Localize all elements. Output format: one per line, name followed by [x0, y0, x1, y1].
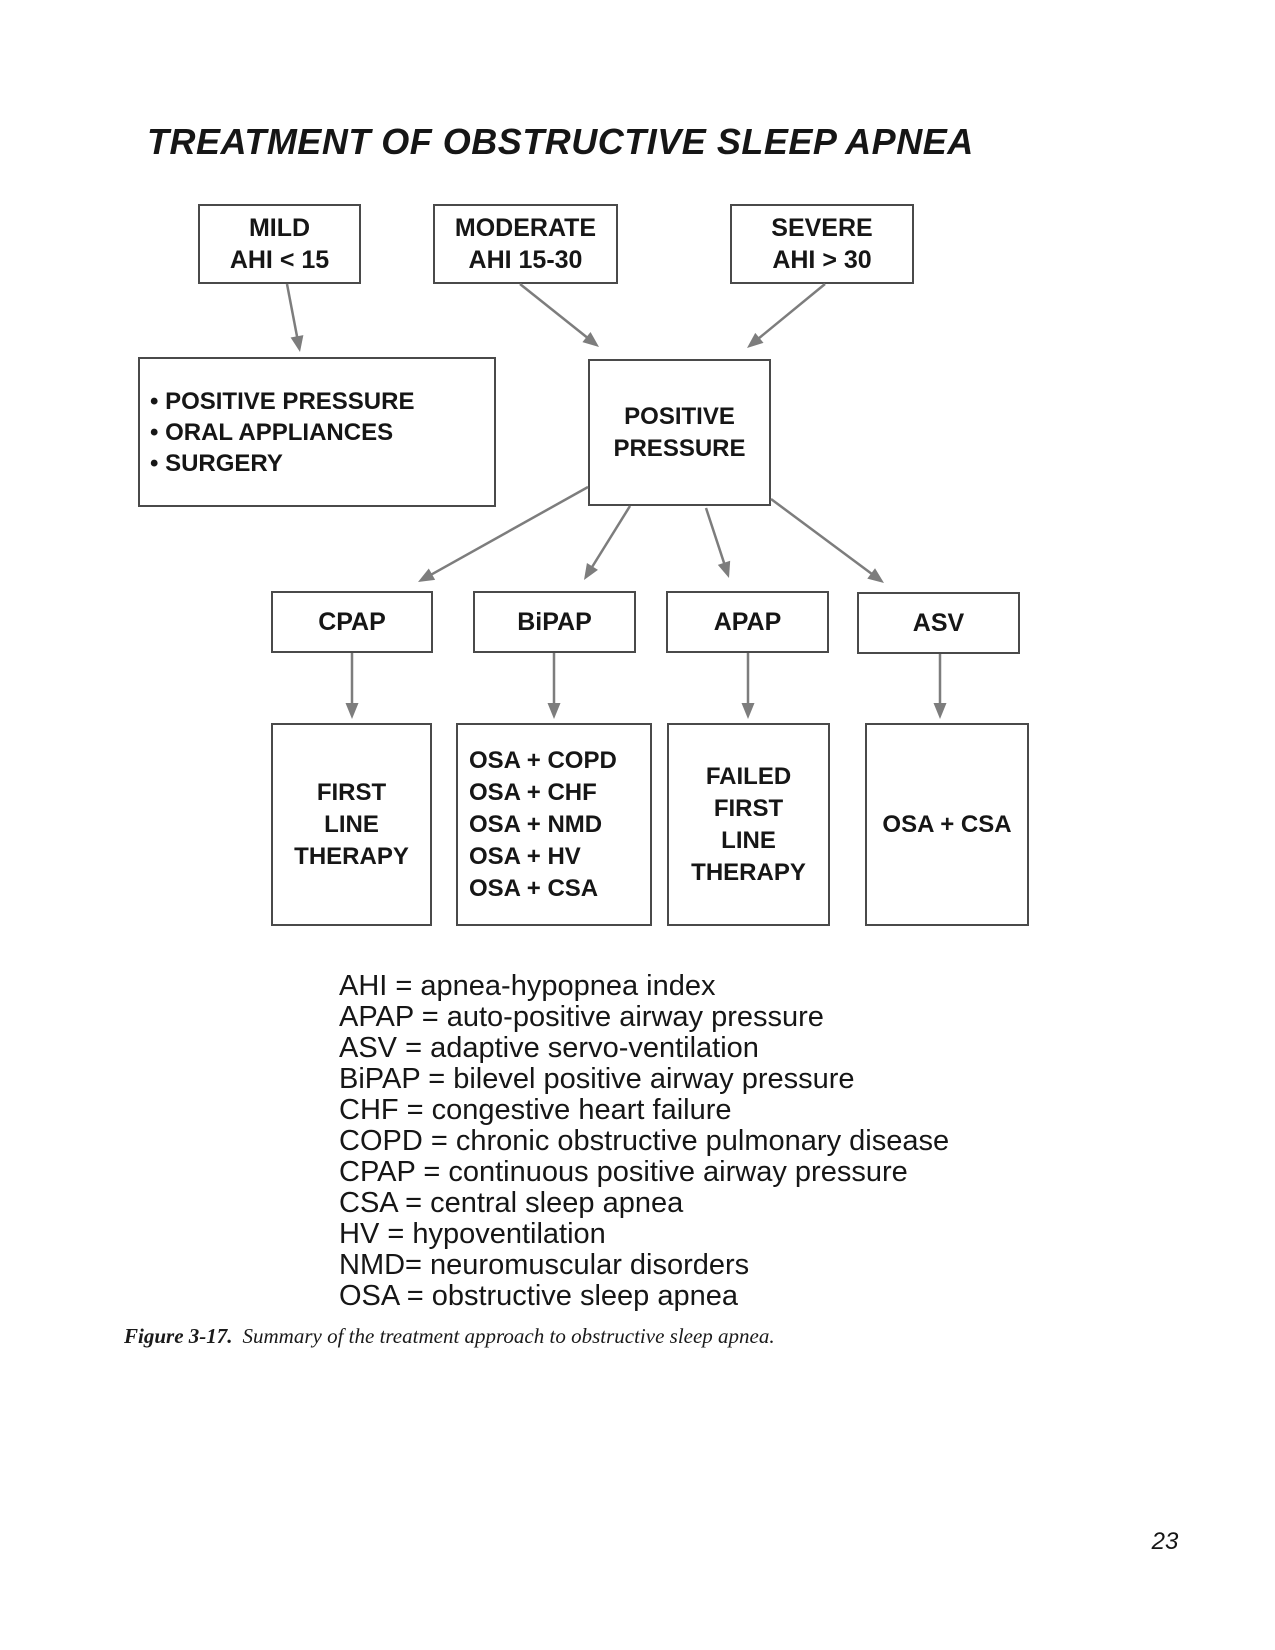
arrow-severe-to-positive-pressure [757, 283, 826, 341]
bipap-label: BiPAP [517, 607, 592, 636]
asv-label: ASV [912, 608, 965, 637]
arrow-moderate-to-positive-pressure-head [582, 331, 599, 347]
failed-first-line-text: THERAPY [691, 858, 806, 886]
cpap-label: CPAP [318, 607, 386, 636]
arrow-asv-to-osa-csa-head [933, 703, 947, 719]
legend-line: CSA = central sleep apnea [339, 1187, 684, 1219]
severe-ahi-range: AHI > 30 [772, 246, 872, 274]
positive-pressure-line: PRESSURE [613, 434, 746, 462]
legend-line: CHF = congestive heart failure [339, 1094, 732, 1126]
flowchart-box-bipap-indications: OSA + COPD OSA + CHF OSA + NMD OSA + HV … [456, 723, 652, 926]
arrow-apap-to-failed-first-line-head [741, 703, 755, 719]
mild-label: MILD [248, 214, 311, 242]
arrow-positive-pressure-to-apap [704, 507, 726, 566]
moderate-label: MODERATE [454, 214, 597, 242]
flowchart-box-severe: SEVERE AHI > 30 [730, 204, 914, 284]
bipap-indication: OSA + CHF [469, 778, 597, 806]
arrow-bipap-to-indications-head [547, 703, 561, 719]
bipap-indication: OSA + HV [469, 842, 581, 870]
page-number: 23 [1151, 1528, 1179, 1555]
arrow-mild-to-alternatives [285, 283, 299, 339]
flowchart-box-asv: ASV [857, 592, 1020, 654]
flowchart-box-positive-pressure: POSITIVE PRESSURE [588, 359, 771, 506]
legend-line: NMD= neuromuscular disorders [339, 1249, 750, 1281]
arrow-positive-pressure-to-cpap-head [418, 568, 436, 582]
arrow-moderate-to-positive-pressure [519, 283, 589, 340]
flowchart-box-mild: MILD AHI < 15 [198, 204, 361, 284]
arrow-positive-pressure-to-bipap [590, 505, 632, 569]
mild-ahi-range: AHI < 15 [229, 246, 330, 274]
asv-indication: OSA + CSA [882, 810, 1012, 838]
legend-line: APAP = auto-positive airway pressure [339, 1001, 824, 1033]
mild-treatment-item: • POSITIVE PRESSURE [150, 387, 415, 415]
figure-caption: Figure 3-17. Summary of the treatment app… [124, 1324, 775, 1349]
first-line-text: LINE [324, 810, 379, 838]
flowchart-box-asv-indication: OSA + CSA [865, 723, 1029, 926]
abbreviation-legend: AHI = apnea-hypopnea index APAP = auto-p… [339, 971, 949, 1312]
figure-title: TREATMENT OF OBSTRUCTIVE SLEEP APNEA [147, 121, 974, 162]
moderate-ahi-range: AHI 15-30 [468, 246, 583, 274]
flowchart-box-apap: APAP [666, 591, 829, 653]
arrow-positive-pressure-to-asv [770, 497, 874, 576]
arrow-severe-to-positive-pressure-head [747, 332, 764, 348]
legend-line: HV = hypoventilation [339, 1218, 606, 1250]
first-line-text: THERAPY [294, 842, 409, 870]
bipap-indication: OSA + CSA [469, 874, 599, 902]
flowchart-box-failed-first-line: FAILED FIRST LINE THERAPY [667, 723, 830, 926]
figure-caption-text: Summary of the treatment approach to obs… [242, 1324, 775, 1348]
failed-first-line-text: LINE [721, 826, 776, 854]
legend-line: COPD = chronic obstructive pulmonary dis… [339, 1125, 950, 1157]
flowchart-box-moderate: MODERATE AHI 15-30 [433, 204, 618, 284]
failed-first-line-text: FAILED [705, 762, 792, 790]
legend-line: ASV = adaptive servo-ventilation [339, 1032, 759, 1064]
flowchart-box-bipap: BiPAP [473, 591, 636, 653]
flowchart-box-mild-treatments: • POSITIVE PRESSURE • ORAL APPLIANCES • … [138, 357, 496, 507]
first-line-text: FIRST [316, 778, 387, 806]
mild-treatment-item: • SURGERY [150, 449, 283, 477]
failed-first-line-text: FIRST [713, 794, 784, 822]
arrow-cpap-to-first-line-head [345, 703, 359, 719]
legend-line: CPAP = continuous positive airway pressu… [339, 1156, 908, 1188]
mild-treatment-item: • ORAL APPLIANCES [150, 418, 394, 446]
bipap-indication: OSA + COPD [469, 746, 617, 774]
flowchart-box-first-line-therapy: FIRST LINE THERAPY [271, 723, 432, 926]
flowchart-box-cpap: CPAP [271, 591, 433, 653]
legend-line: AHI = apnea-hypopnea index [339, 970, 716, 1002]
figure-caption-label: Figure 3-17. [124, 1324, 233, 1348]
apap-label: APAP [713, 607, 782, 636]
bipap-indication: OSA + NMD [469, 810, 603, 838]
severe-label: SEVERE [771, 214, 873, 242]
arrow-positive-pressure-to-apap-head [717, 560, 731, 578]
arrow-positive-pressure-to-asv-head [867, 568, 884, 583]
positive-pressure-line: POSITIVE [624, 402, 735, 430]
arrow-positive-pressure-to-bipap-head [584, 562, 598, 580]
legend-line: BiPAP = bilevel positive airway pressure [339, 1063, 855, 1095]
arrow-mild-to-alternatives-head [290, 335, 304, 352]
legend-line: OSA = obstructive sleep apnea [339, 1280, 739, 1312]
